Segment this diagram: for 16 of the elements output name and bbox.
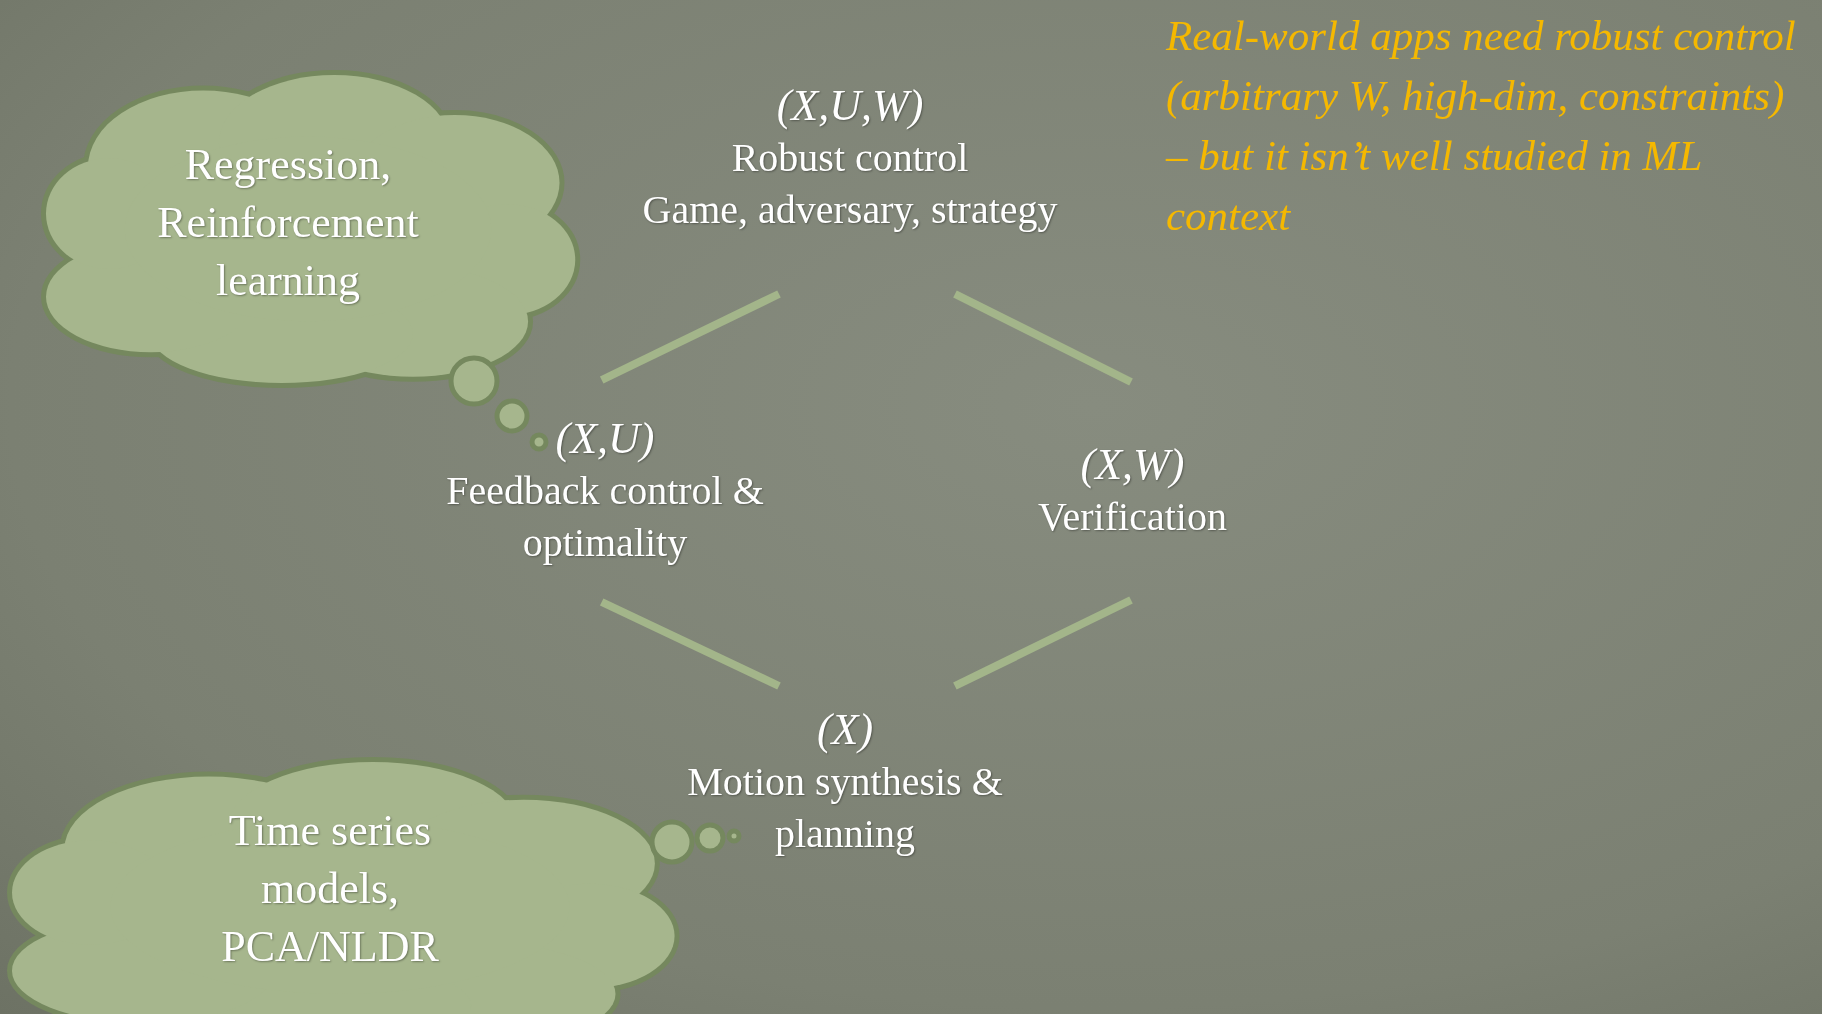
node-text: Verification [1038,493,1227,541]
variable-set-heading: (X,W) [1080,439,1185,491]
connector-line [953,290,1133,386]
variable-set-heading: (X,U,W) [776,80,924,132]
node-text: Feedback control & optimality [445,467,765,567]
node-text: Robust control [731,134,969,182]
variable-set-heading: (X,U) [555,413,655,465]
note-text: Real-world apps need robust control (arbitrary W, high-dim, constraints) – but it isn’t well studied in ML context [1166,11,1797,241]
cloud-text: Time series models, PCA/NLDR [220,805,440,973]
node-text: Motion synthesis & planning [686,758,1004,858]
variable-set-heading: (X) [816,704,874,756]
connector-line [953,596,1133,690]
connector-line [599,290,781,384]
cloud-text: Regression, Reinforcement learning [156,139,420,307]
connector-line [600,598,781,690]
node-text: Game, adversary, strategy [642,186,1058,234]
